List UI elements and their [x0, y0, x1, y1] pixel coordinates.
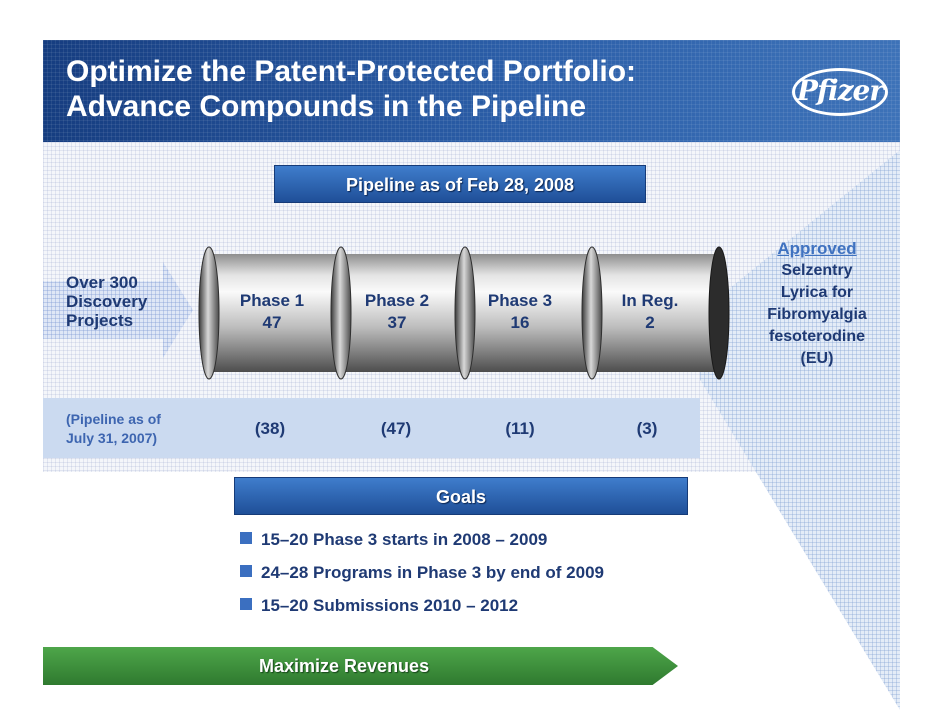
goal-text: 15–20 Submissions 2010 – 2012	[261, 596, 519, 615]
pipe-ring-3	[454, 246, 476, 380]
approved-list: Approved Selzentry Lyrica for Fibromyalg…	[752, 238, 882, 370]
phase-2-count: 37	[388, 313, 407, 332]
approved-item: Lyrica for	[780, 284, 854, 301]
phase-1-previous: (38)	[254, 419, 286, 438]
pfizer-logo-text: Pfizer	[796, 74, 884, 107]
phase-2-name: Phase 2	[365, 291, 429, 310]
title-banner	[43, 40, 900, 142]
approved-item: Fibromyalgia	[767, 306, 867, 323]
pfizer-logo	[792, 68, 888, 116]
goal-item: 15–20 Phase 3 starts in 2008 – 2009	[240, 527, 604, 560]
goal-item: 24–28 Programs in Phase 3 by end of 2009	[240, 560, 604, 593]
previous-label-line-1: (Pipeline as of	[66, 411, 161, 427]
goal-text: 24–28 Programs in Phase 3 by end of 2009	[261, 563, 604, 582]
approved-item: Selzentry	[781, 262, 853, 279]
square-bullet-icon	[240, 565, 252, 577]
approved-item: (EU)	[800, 350, 834, 367]
maximize-revenues-arrow	[43, 647, 678, 685]
pipeline-pipes: Phase 1 47 Phase 2 37 Phase 3 16 In Reg.…	[198, 246, 730, 380]
previous-pipeline-label: (Pipeline as of July 31, 2007)	[66, 410, 161, 448]
title-line-1: Optimize the Patent-Protected Portfolio:	[66, 55, 637, 88]
discovery-line-3: Projects	[66, 311, 134, 330]
approved-item: fesoterodine	[768, 328, 865, 345]
discovery-line-2: Discovery	[66, 292, 148, 311]
pipe-ring-1	[198, 246, 220, 380]
goals-list: 15–20 Phase 3 starts in 2008 – 2009 24–2…	[240, 527, 604, 626]
square-bullet-icon	[240, 532, 252, 544]
maximize-revenues-label: Maximize Revenues	[259, 656, 430, 676]
phase-1-name: Phase 1	[240, 291, 304, 310]
goal-item: 15–20 Submissions 2010 – 2012	[240, 593, 604, 626]
discovery-line-1: Over 300	[66, 273, 138, 292]
pipe-ring-4	[581, 246, 603, 380]
phase-3-previous: (11)	[505, 419, 535, 438]
page-title: Optimize the Patent-Protected Portfolio:…	[66, 54, 746, 124]
square-bullet-icon	[240, 598, 252, 610]
goal-text: 15–20 Phase 3 starts in 2008 – 2009	[261, 530, 548, 549]
pipeline-date-header: Pipeline as of Feb 28, 2008	[274, 165, 646, 203]
pipe-ring-5	[708, 246, 730, 380]
phase-3-name: Phase 3	[488, 291, 552, 310]
phase-1-count: 47	[263, 313, 282, 332]
goals-header: Goals	[234, 477, 688, 515]
discovery-projects-label: Over 300 Discovery Projects	[66, 273, 147, 330]
in-reg-count: 2	[645, 313, 654, 332]
pipe-ring-2	[330, 246, 352, 380]
title-line-2: Advance Compounds in the Pipeline	[66, 90, 587, 123]
approved-header: Approved	[777, 239, 857, 258]
phase-3-count: 16	[511, 313, 530, 332]
in-reg-name: In Reg.	[622, 291, 679, 310]
previous-pipeline-band	[43, 398, 700, 458]
phase-2-previous: (47)	[380, 419, 412, 438]
previous-label-line-2: July 31, 2007)	[66, 430, 158, 446]
in-reg-previous: (3)	[636, 419, 658, 438]
